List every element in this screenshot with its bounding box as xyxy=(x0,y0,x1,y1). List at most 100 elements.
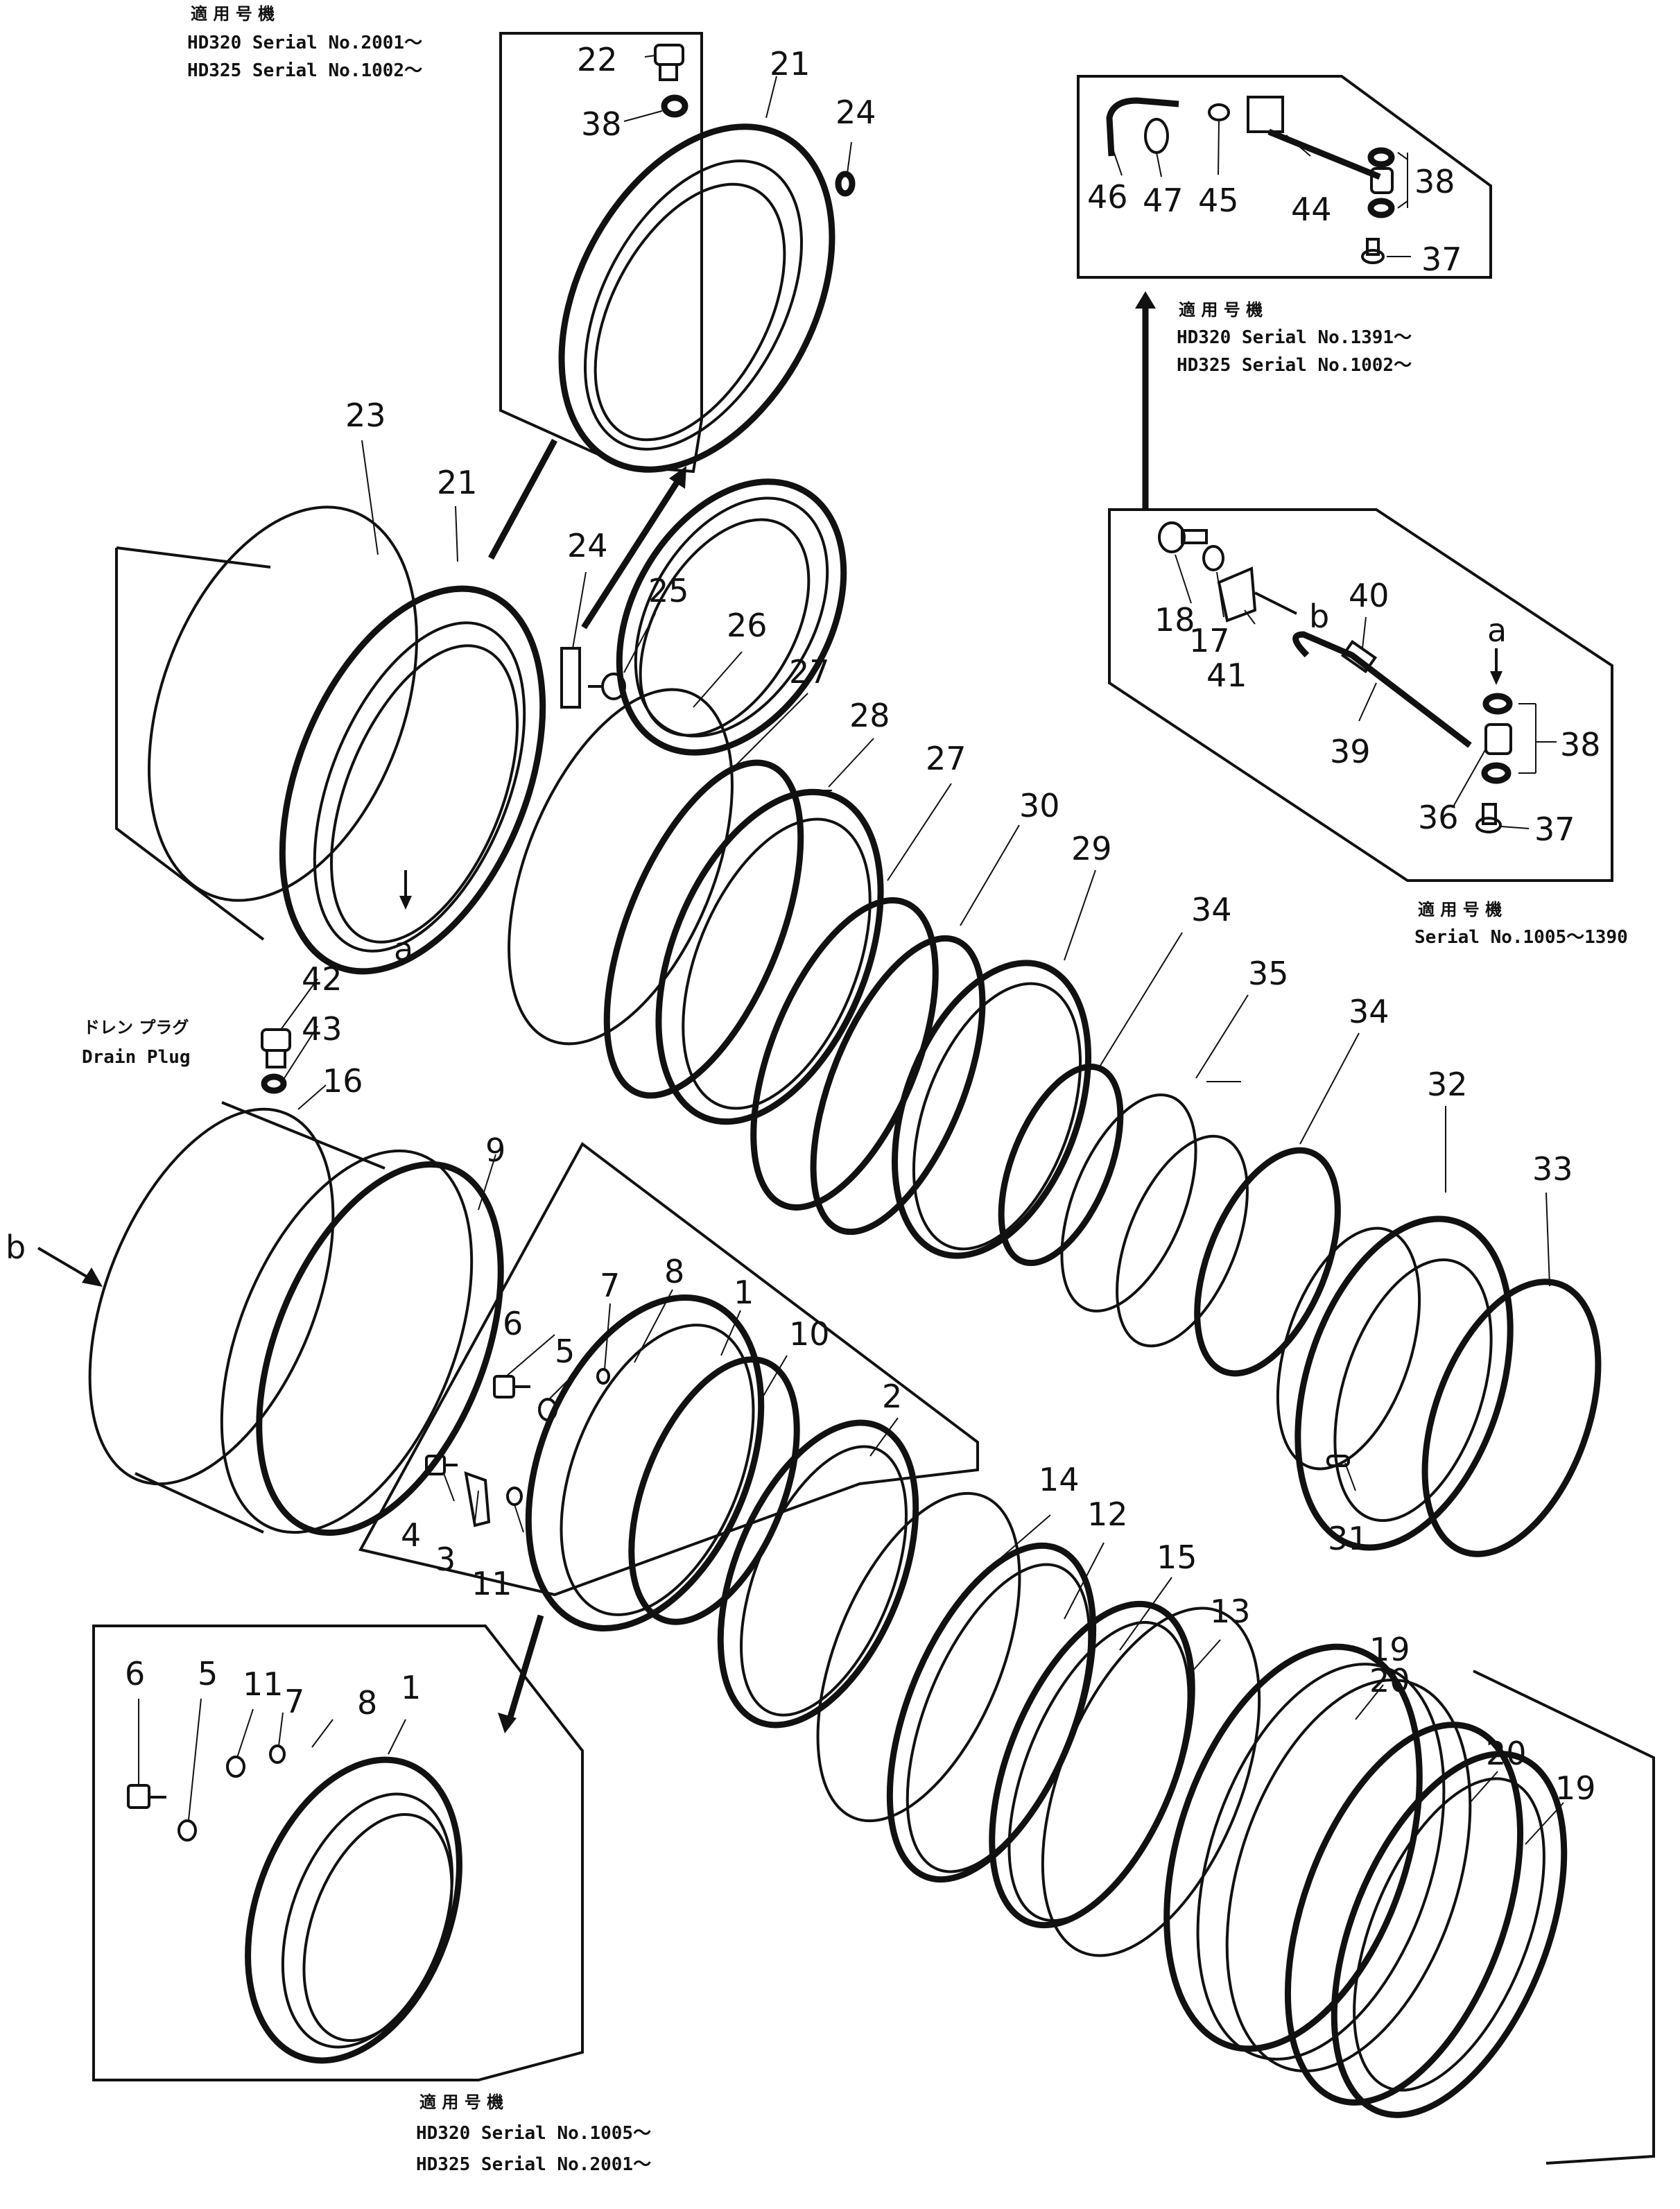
callout-9: 9 xyxy=(485,1132,505,1169)
part-34-ring-a xyxy=(998,1063,1124,1267)
note-top-center-line1: HD320 Serial No.2001～ xyxy=(187,33,422,53)
part-21-flange-inset xyxy=(558,123,835,473)
part-5-washer-a xyxy=(538,1398,557,1421)
part-41-bracket xyxy=(1217,566,1257,623)
arrow-pipe-up xyxy=(1135,291,1156,510)
callout-24-inset: 24 xyxy=(835,94,876,131)
part-27-ring-a xyxy=(603,759,804,1099)
part-35-seal xyxy=(1060,1093,1249,1348)
part-39-pipe xyxy=(1292,631,1472,748)
callout-11-center: 11 xyxy=(471,1565,512,1602)
part-47-clip xyxy=(1144,118,1169,154)
part-17-washer xyxy=(1202,545,1224,571)
arrow-a-cover xyxy=(399,870,412,910)
callout-21-cover: 21 xyxy=(437,464,478,501)
part-29-ring xyxy=(892,960,1091,1259)
callout-19-disc: 19 xyxy=(1555,1769,1596,1807)
part-19-disc xyxy=(1331,1751,1568,2118)
part-33-o-ring xyxy=(1421,1279,1602,1557)
part-1-piston-b xyxy=(245,1756,462,2064)
part-19-20-disc-stack xyxy=(1163,1643,1472,2072)
part-1-piston-a xyxy=(525,1294,765,1632)
callout-46: 46 xyxy=(1087,178,1128,216)
part-24-plug-b xyxy=(560,647,581,709)
callout-5-inset: 5 xyxy=(198,1655,218,1692)
callout-38-assembly: 38 xyxy=(1560,726,1601,763)
inset-frame-top-center xyxy=(499,32,703,474)
callout-1-center: 1 xyxy=(734,1274,754,1311)
callout-7-inset: 7 xyxy=(284,1683,304,1720)
callout-45: 45 xyxy=(1198,182,1239,219)
arrow-piston-to-inset xyxy=(498,1614,544,1733)
part-14-ring xyxy=(816,1491,1021,1823)
inset-frame-cover-bracket-top xyxy=(116,546,271,569)
part-32-hub xyxy=(1276,1215,1514,1551)
callout-37-assembly: 37 xyxy=(1534,811,1575,848)
callout-14: 14 xyxy=(1039,1461,1080,1498)
part-26-ring xyxy=(508,688,734,1046)
callout-17: 17 xyxy=(1189,622,1230,659)
note-top-right-line2: HD325 Serial No.1002～ xyxy=(1177,355,1412,376)
callout-25: 25 xyxy=(648,572,689,609)
callout-44: 44 xyxy=(1291,191,1332,228)
note-bottom-line2: HD325 Serial No.2001～ xyxy=(416,2154,651,2175)
inset-frame-center-piston xyxy=(358,1142,979,1597)
leader-41-b xyxy=(1254,591,1297,615)
callout-11-inset: 11 xyxy=(243,1665,284,1703)
callout-36: 36 xyxy=(1418,799,1459,836)
inset-frame-cover-bracket xyxy=(115,548,265,941)
callout-2: 2 xyxy=(882,1378,902,1415)
callout-b-pipe: b xyxy=(1309,598,1329,635)
part-31-pin xyxy=(1326,1455,1350,1467)
callout-31: 31 xyxy=(1328,1520,1369,1557)
part-20-plate xyxy=(1284,1722,1524,2106)
callout-16: 16 xyxy=(322,1062,363,1100)
part-9-o-ring xyxy=(256,1161,504,1536)
part-7-plug-b xyxy=(269,1744,286,1764)
callout-38-pipe: 38 xyxy=(1414,163,1455,200)
note-top-center-line2: HD325 Serial No.1002～ xyxy=(187,60,422,81)
callout-29: 29 xyxy=(1071,830,1112,867)
note-bottom-line1: HD320 Serial No.1005～ xyxy=(416,2123,651,2144)
part-27-ring-b xyxy=(750,897,939,1211)
leader-lines xyxy=(138,55,1564,1845)
callout-4: 4 xyxy=(401,1516,421,1554)
callout-20-plate: 20 xyxy=(1486,1735,1527,1772)
part-34-ring-b xyxy=(1194,1147,1341,1377)
note-top-center: 適 用 号 機 HD320 Serial No.2001～ HD325 Seri… xyxy=(187,4,422,81)
callout-38-inset: 38 xyxy=(581,105,622,143)
callout-8-center: 8 xyxy=(664,1253,684,1290)
note-bottom: 適 用 号 機 HD320 Serial No.1005～ HD325 Seri… xyxy=(416,2093,651,2175)
part-46-pipe xyxy=(1106,97,1179,157)
inset-frame-discs xyxy=(1473,1670,1655,2165)
callout-a-cover: a xyxy=(394,930,413,968)
callout-34-b: 34 xyxy=(1349,993,1389,1030)
note-top-right-line1: HD320 Serial No.1391～ xyxy=(1177,327,1412,348)
callout-6-center: 6 xyxy=(503,1305,523,1342)
part-11-o-ring-a xyxy=(506,1487,523,1506)
callout-labels: 22 21 38 24 46 47 45 44 38 37 23 21 24 2… xyxy=(6,41,1601,1807)
callout-3: 3 xyxy=(435,1541,456,1578)
note-top-center-jp: 適 用 号 機 xyxy=(191,4,275,24)
drain-plug-label-jp: ドレン プラグ xyxy=(83,1018,189,1037)
callout-35: 35 xyxy=(1248,955,1289,992)
callout-15: 15 xyxy=(1157,1539,1197,1576)
part-37-bolt-b xyxy=(1475,803,1502,833)
arrow-cover-to-inset xyxy=(488,438,686,630)
callout-30: 30 xyxy=(1019,787,1060,824)
part-24-plug-a xyxy=(835,171,856,197)
part-2-ring xyxy=(717,1419,919,1729)
callout-6-inset: 6 xyxy=(125,1655,145,1692)
note-mid-right-jp: 適 用 号 機 xyxy=(1418,900,1502,919)
callout-26: 26 xyxy=(727,607,768,644)
part-38-banjo-c xyxy=(1481,693,1513,784)
callout-42: 42 xyxy=(302,960,343,998)
callout-27-b: 27 xyxy=(926,740,967,777)
callout-47: 47 xyxy=(1143,182,1184,219)
callout-18: 18 xyxy=(1154,601,1195,639)
part-6-bolt-a xyxy=(493,1375,530,1398)
part-11-o-ring-b xyxy=(226,1756,245,1778)
part-10-ring xyxy=(628,1356,800,1625)
callout-24-cover: 24 xyxy=(567,527,608,564)
